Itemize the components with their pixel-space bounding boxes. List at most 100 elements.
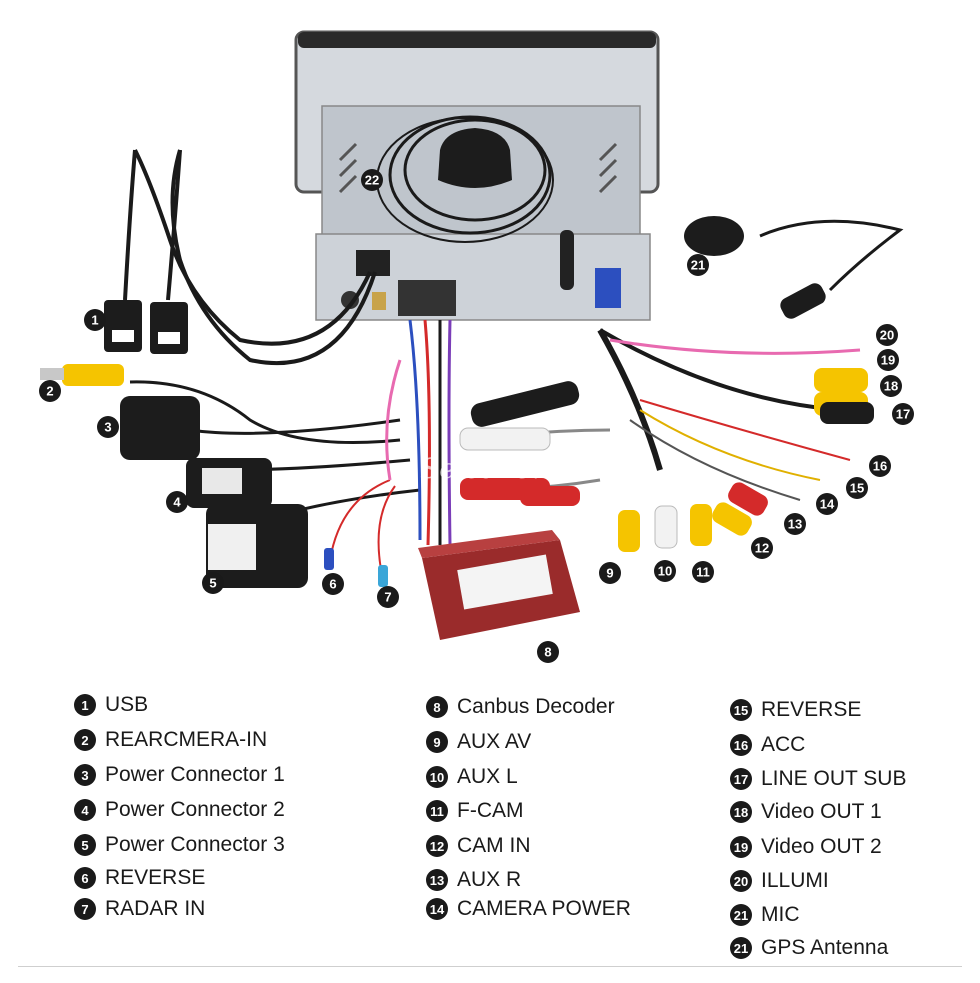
- legend-item: 13 AUX R: [426, 868, 521, 892]
- callout-circle: [692, 561, 714, 583]
- callout-number: 14: [820, 497, 835, 512]
- callout-circle: [166, 491, 188, 513]
- legend-label: ACC: [761, 733, 806, 756]
- legend-item: 8 Canbus Decoder: [426, 695, 615, 719]
- callout-circle: [751, 537, 773, 559]
- legend-number-badge: 3: [74, 764, 96, 786]
- callout-badge: 17: [892, 403, 914, 425]
- legend-item: 21 MIC: [730, 903, 800, 927]
- callout-number: 20: [880, 328, 894, 343]
- legend-label: GPS Antenna: [761, 936, 889, 959]
- legend-number-badge: 12: [426, 835, 448, 857]
- callout-badge: 11: [692, 561, 714, 583]
- callout-badge: 6: [322, 573, 344, 595]
- watermark: Seicane.com: [420, 452, 600, 485]
- legend-label: AUX AV: [457, 730, 532, 753]
- legend-item: 18 Video OUT 1: [730, 800, 882, 824]
- legend-number-badge: 11: [426, 800, 448, 822]
- callout-circle: [869, 455, 891, 477]
- legend-label: REARCMERA-IN: [105, 728, 268, 751]
- usb-cables: [123, 149, 377, 366]
- legend-item: 3 Power Connector 1: [74, 763, 285, 787]
- callout-badge: 21: [687, 254, 709, 276]
- callout-circle: [784, 513, 806, 535]
- legend-label: MIC: [761, 903, 800, 926]
- legend-label: RADAR IN: [105, 897, 206, 920]
- callout-number: 8: [544, 645, 551, 660]
- legend-number-badge: 14: [426, 898, 448, 920]
- callout-circle: [97, 416, 119, 438]
- callout-number: 11: [696, 565, 710, 580]
- legend-number-badge: 8: [426, 696, 448, 718]
- legend-number-badge: 20: [730, 870, 752, 892]
- callout-circle: [599, 562, 621, 584]
- callout-circle: [876, 324, 898, 346]
- canbus-decoder: [418, 530, 580, 640]
- callout-circle: [39, 380, 61, 402]
- callout-circle: [816, 493, 838, 515]
- callout-circle: [880, 375, 902, 397]
- callout-number: 10: [658, 564, 672, 579]
- legend-number-badge: 16: [730, 734, 752, 756]
- legend-label: REVERSE: [105, 866, 206, 889]
- callout-circle: [846, 477, 868, 499]
- callout-number: 9: [606, 566, 613, 581]
- legend-number-badge: 13: [426, 869, 448, 891]
- callout-number: 6: [329, 577, 336, 592]
- legend-number-badge: 19: [730, 836, 752, 858]
- callout-number: 3: [104, 420, 111, 435]
- legend-label: Canbus Decoder: [457, 695, 615, 718]
- legend-label: LINE OUT SUB: [761, 767, 907, 790]
- gps-antenna: [376, 115, 554, 243]
- callout-badge: 15: [846, 477, 868, 499]
- callout-badge: 18: [880, 375, 902, 397]
- callout-circle: [687, 254, 709, 276]
- legend-number-badge: 2: [74, 729, 96, 751]
- legend-label: AUX R: [457, 868, 522, 891]
- callout-badge: 3: [97, 416, 119, 438]
- legend-label: F-CAM: [457, 799, 524, 822]
- callout-badge: 9: [599, 562, 621, 584]
- callout-number: 15: [850, 481, 864, 496]
- legend-item: 7 RADAR IN: [74, 897, 205, 921]
- legend-label: Power Connector 1: [105, 763, 285, 786]
- legend-number-badge: 18: [730, 801, 752, 823]
- bottom-divider: [18, 966, 962, 967]
- callout-badge: 8: [537, 641, 559, 663]
- callout-badge: 13: [784, 513, 806, 535]
- callout-badge: 20: [876, 324, 898, 346]
- callout-circle: [654, 560, 676, 582]
- callout-number: 2: [46, 384, 53, 399]
- callout-number: 4: [173, 495, 181, 510]
- callout-badge: 10: [654, 560, 676, 582]
- legend-item: 11 F-CAM: [426, 799, 524, 823]
- callout-number: 12: [755, 541, 769, 556]
- callout-circle: [202, 572, 224, 594]
- legend-number-badge: 15: [730, 699, 752, 721]
- legend-number-badge: 7: [74, 898, 96, 920]
- legend-number-badge: 21: [730, 904, 752, 926]
- callout-badge: 22: [361, 169, 383, 191]
- callout-circle: [377, 586, 399, 608]
- callout-badge: 1: [84, 309, 106, 331]
- callout-number: 19: [881, 353, 895, 368]
- callout-number: 13: [788, 517, 802, 532]
- legend-label: CAM IN: [457, 834, 531, 857]
- legend-number-badge: 5: [74, 834, 96, 856]
- legend-label: Video OUT 1: [761, 800, 882, 823]
- legend-number-badge: 21: [730, 937, 752, 959]
- legend-number-badge: 17: [730, 768, 752, 790]
- legend-label: AUX L: [457, 765, 518, 788]
- callout-badge: 5: [202, 572, 224, 594]
- legend-number-badge: 10: [426, 766, 448, 788]
- legend-number-badge: 1: [74, 694, 96, 716]
- callout-number: 22: [365, 173, 379, 188]
